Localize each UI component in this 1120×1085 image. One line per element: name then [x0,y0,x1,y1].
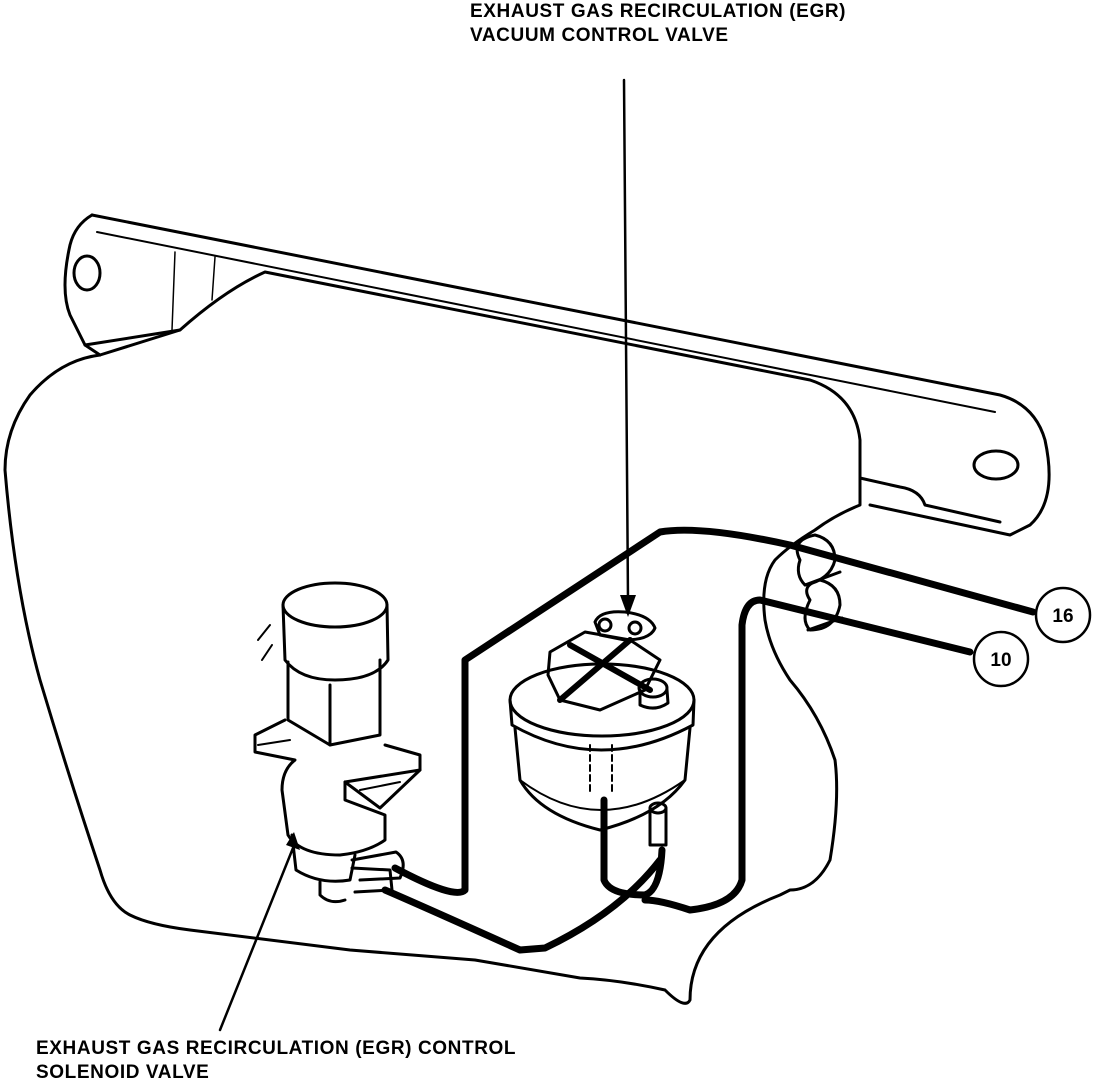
ref-10: 10 [972,630,1030,688]
vacuum-hoses [381,526,1037,954]
egr-vacuum-label-line1: EXHAUST GAS RECIRCULATION (EGR) [470,1,847,22]
egr-solenoid-valve [253,581,422,904]
egr-vacuum-control-valve [508,610,696,847]
leader-lines [218,78,630,1032]
mounting-bracket [63,213,1051,537]
vacuum-valve-arrowhead [620,595,636,617]
ref-16-label: 16 [1052,606,1073,627]
egr-solenoid-label-line1: EXHAUST GAS RECIRCULATION (EGR) CONTROL [36,1038,517,1059]
solenoid-arrowhead [286,832,300,850]
egr-vacuum-control-valve-label: EXHAUST GAS RECIRCULATION (EGR) VACUUM C… [470,0,846,48]
egr-solenoid-label-line2: SOLENOID VALVE [36,1062,210,1083]
egr-control-solenoid-valve-label: EXHAUST GAS RECIRCULATION (EGR) CONTROL … [36,1037,516,1085]
egr-vacuum-label-line2: VACUUM CONTROL VALVE [470,25,729,46]
engine-panel [3,270,862,1005]
hose-clips [795,533,844,632]
ref-16: 16 [1034,586,1092,644]
ref-10-label: 10 [990,650,1011,671]
